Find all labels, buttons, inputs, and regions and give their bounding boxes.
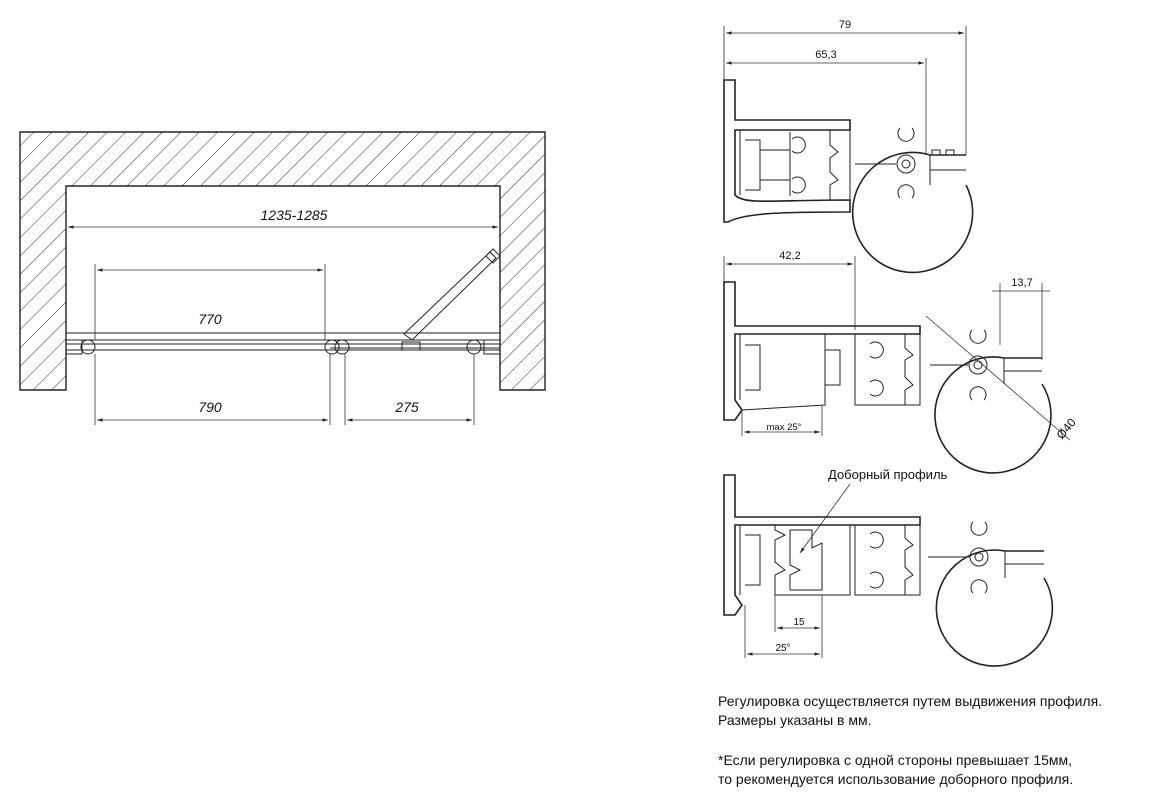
dim-wall-to-axis: 65,3	[815, 49, 836, 61]
plan-dim-right-gap: 275	[394, 399, 419, 415]
profile-detail-2: 42,2 13,7 Ø40 max 25°	[723, 250, 1080, 474]
plan-dim-door-width: 790	[198, 399, 222, 415]
profile-detail-1: 79 65,3	[723, 19, 974, 274]
notes-block: Регулировка осуществляется путем выдвиже…	[718, 692, 1102, 730]
plan-dim-fixed-width: 770	[198, 311, 222, 327]
dim-adjust-width: 42,2	[779, 250, 800, 262]
dim-total-width: 79	[839, 19, 851, 31]
wall-hatch	[19, 131, 546, 391]
dim-angle: 25°	[775, 643, 790, 654]
plan-dim-overall: 1235-1285	[261, 207, 328, 223]
note-line-4: то рекомендуется использование доборного…	[718, 771, 1074, 787]
dim-max-angle: max 25°	[767, 422, 802, 433]
dim-side-offset: 13,7	[1011, 277, 1032, 289]
dim-diameter: Ø40	[1054, 415, 1080, 442]
note-line-3: *Если регулировка с одной стороны превыш…	[718, 752, 1073, 768]
note-line-2: Размеры указаны в мм.	[718, 712, 872, 728]
note-line-1: Регулировка осуществляется путем выдвиже…	[718, 693, 1103, 709]
profile-detail-3: Доборный профиль 15 25°	[723, 467, 1054, 667]
plan-view: 1235-1285 770 790 275	[19, 131, 546, 425]
notes-block-footnote: *Если регулировка с одной стороны превыш…	[718, 751, 1073, 789]
extra-profile-label: Доборный профиль	[828, 467, 948, 482]
dim-extra-width: 15	[793, 617, 805, 628]
